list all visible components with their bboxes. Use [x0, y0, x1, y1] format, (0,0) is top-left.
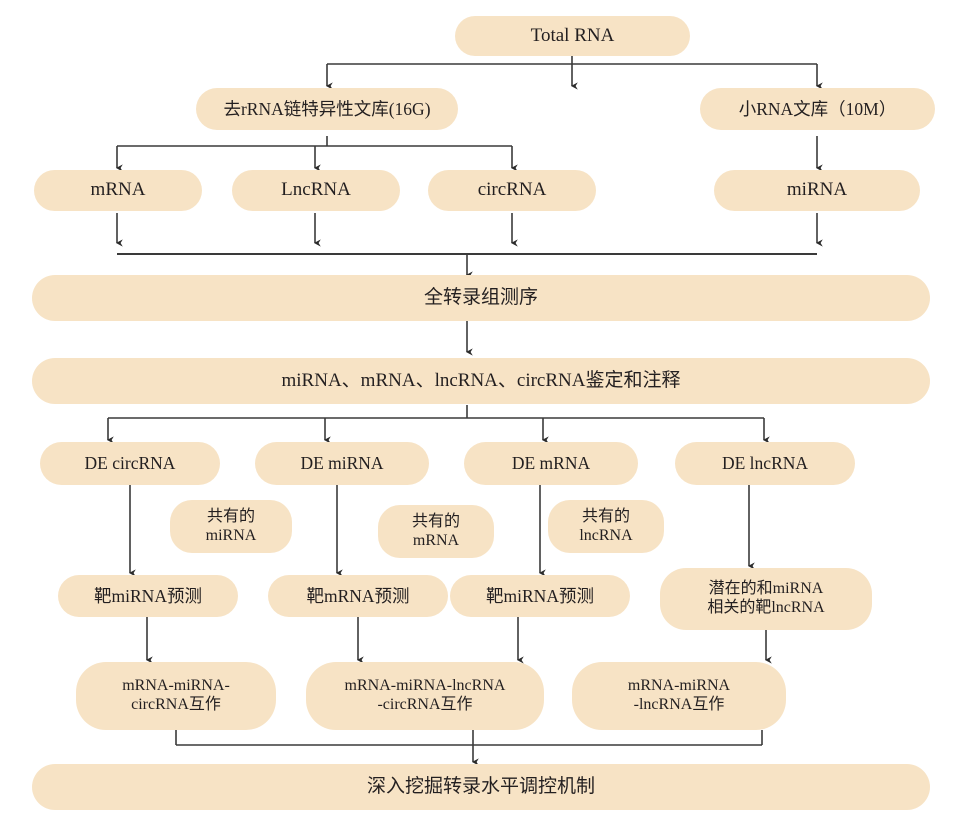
node-shared-lncrna[interactable]: 共有的 lncRNA [548, 500, 664, 553]
node-lncrna[interactable]: LncRNA [232, 170, 400, 211]
node-de-circrna[interactable]: DE circRNA [40, 442, 220, 485]
node-small-rna-library[interactable]: 小RNA文库（10M） [700, 88, 935, 130]
node-mirna[interactable]: miRNA [714, 170, 920, 211]
node-identification-annotation[interactable]: miRNA、mRNA、lncRNA、circRNA鉴定和注释 [32, 358, 930, 404]
node-de-lncrna[interactable]: DE lncRNA [675, 442, 855, 485]
node-final-conclusion[interactable]: 深入挖掘转录水平调控机制 [32, 764, 930, 810]
node-shared-mrna[interactable]: 共有的 mRNA [378, 505, 494, 558]
node-rrna-library[interactable]: 去rRNA链特异性文库(16G) [196, 88, 458, 130]
node-interaction-mrna-mirna-lncrna[interactable]: mRNA-miRNA -lncRNA互作 [572, 662, 786, 730]
node-circrna[interactable]: circRNA [428, 170, 596, 211]
node-total-rna[interactable]: Total RNA [455, 16, 690, 56]
node-target-mirna-prediction-1[interactable]: 靶miRNA预测 [58, 575, 238, 617]
node-shared-mirna[interactable]: 共有的 miRNA [170, 500, 292, 553]
node-target-mrna-prediction[interactable]: 靶mRNA预测 [268, 575, 448, 617]
node-whole-transcriptome-seq[interactable]: 全转录组测序 [32, 275, 930, 321]
node-interaction-mrna-mirna-circrna[interactable]: mRNA-miRNA- circRNA互作 [76, 662, 276, 730]
node-mrna[interactable]: mRNA [34, 170, 202, 211]
node-de-mirna[interactable]: DE miRNA [255, 442, 429, 485]
node-interaction-mrna-mirna-lncrna-circrna[interactable]: mRNA-miRNA-lncRNA -circRNA互作 [306, 662, 544, 730]
node-target-mirna-prediction-2[interactable]: 靶miRNA预测 [450, 575, 630, 617]
node-de-mrna[interactable]: DE mRNA [464, 442, 638, 485]
node-potential-target-lncrna[interactable]: 潜在的和miRNA 相关的靶lncRNA [660, 568, 872, 630]
